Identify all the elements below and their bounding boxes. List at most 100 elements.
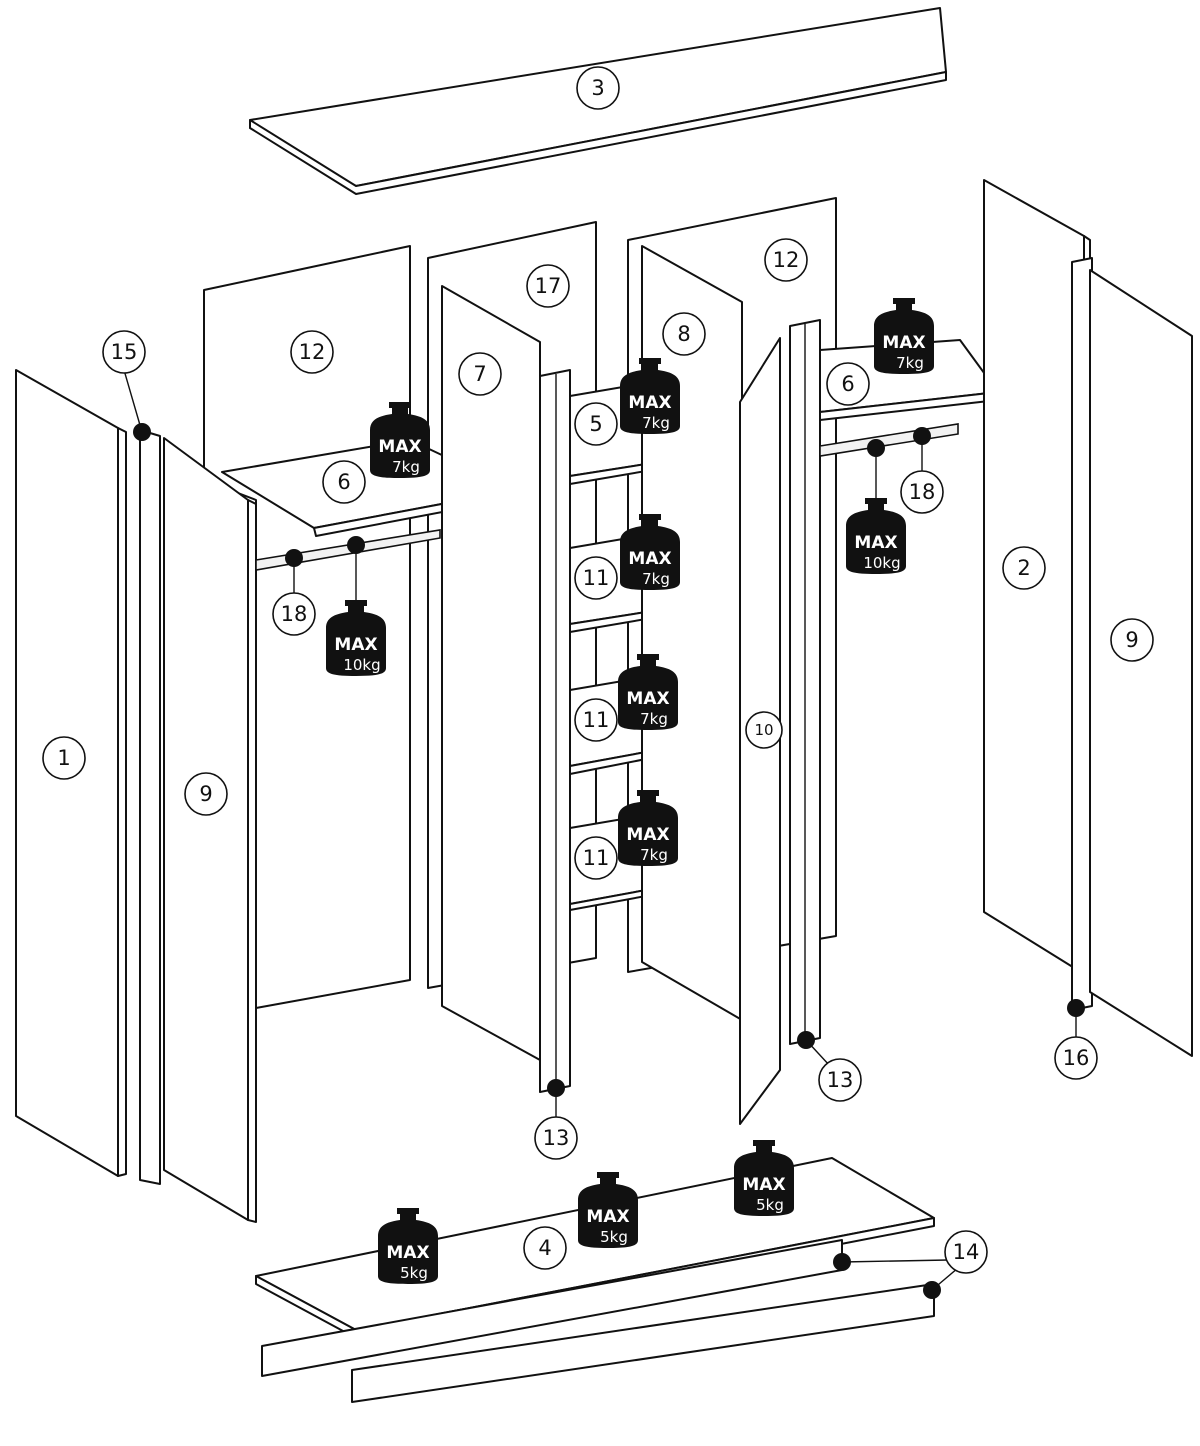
callout-circle [534,1116,578,1160]
weight-kg-label: 5kg [600,1228,628,1246]
callout-number: 12 [773,248,800,272]
callout-circle [184,772,228,816]
callout-part-2: 2 [1002,546,1046,590]
weight-max-label: MAX [626,689,669,709]
callout-part-6: 6 [826,362,870,406]
callout-circle [574,556,618,600]
callout-number: 18 [281,602,308,626]
callout-circle [526,264,570,308]
callout-part-16: 16 [1054,1036,1098,1080]
callout-number: 10 [754,721,773,739]
weight-max-label: MAX [854,533,897,553]
weight-kg-label: 10kg [863,554,900,572]
callout-part-13: 13 [818,1058,862,1102]
callout-number: 16 [1063,1046,1090,1070]
callout-number: 9 [199,782,212,806]
callout-circle [574,698,618,742]
callout-circle [818,1058,862,1102]
weight-max-label: MAX [386,1243,429,1263]
callout-part-3: 3 [576,66,620,110]
callout-part-11: 11 [574,836,618,880]
callout-circle [576,66,620,110]
callout-number: 2 [1017,556,1030,580]
callout-circle [574,402,618,446]
post-15 [139,429,161,1185]
callout-number: 13 [543,1126,570,1150]
callout-part-17: 17 [526,264,570,308]
weight-limits: MAX7kgMAX7kgMAX7kgMAX7kgMAX7kgMAX7kgMAX1… [326,298,934,1284]
callout-part-11: 11 [574,556,618,600]
callout-number: 11 [583,846,610,870]
callout-number: 11 [583,708,610,732]
callout-circle [745,711,783,749]
callout-number: 12 [299,340,326,364]
callout-circle [1110,618,1154,662]
callout-part-9: 9 [184,772,228,816]
weight-kg-label: 7kg [640,846,668,864]
callout-number: 11 [583,566,610,590]
door-9-right [1089,269,1193,1057]
weight-max-label: MAX [334,635,377,655]
callout-circle [1054,1036,1098,1080]
callout-number: 5 [589,412,602,436]
weight-kg-label: 7kg [392,458,420,476]
callout-part-8: 8 [662,312,706,356]
callout-circle [1002,546,1046,590]
callout-number: 7 [473,362,486,386]
callout-circle [523,1226,567,1270]
weight-kg-label: 7kg [642,414,670,432]
callout-circle [764,238,808,282]
callout-circle [458,352,502,396]
weight-kg-label: 7kg [642,570,670,588]
callout-part-11: 11 [574,698,618,742]
callout-circle [322,460,366,504]
callout-number: 17 [535,274,562,298]
weight-max-label: MAX [742,1175,785,1195]
post-13-left [539,369,571,1093]
callout-number: 9 [1125,628,1138,652]
connectors [123,369,1085,1299]
callout-part-12: 12 [290,330,334,374]
callout-part-14: 14 [944,1230,988,1274]
weight-max-label: MAX [378,437,421,457]
callout-part-1: 1 [42,736,86,780]
callout-number: 3 [591,76,604,100]
weight-kg-label: 10kg [343,656,380,674]
weight-kg-label: 7kg [640,710,668,728]
weight-max-label: MAX [628,549,671,569]
callout-part-5: 5 [574,402,618,446]
callout-part-7: 7 [458,352,502,396]
weight-kg-label: 7kg [896,354,924,372]
callout-number: 1 [57,746,70,770]
callout-circle [42,736,86,780]
door-9-left [163,437,257,1223]
post-13-right [789,319,821,1045]
callout-number: 15 [111,340,138,364]
post-16 [1071,257,1093,1011]
callout-number: 18 [909,480,936,504]
callout-number: 4 [538,1236,551,1260]
weight-max-label: MAX [586,1207,629,1227]
weight-kg-label: 5kg [756,1196,784,1214]
callout-number: 14 [953,1240,980,1264]
callout-circle [272,592,316,636]
weight-max-label: MAX [882,333,925,353]
weight-max-label: MAX [628,393,671,413]
weight-kg-label: 5kg [400,1264,428,1282]
weight-max-label: MAX [626,825,669,845]
callout-part-9: 9 [1110,618,1154,662]
callout-circle [826,362,870,406]
